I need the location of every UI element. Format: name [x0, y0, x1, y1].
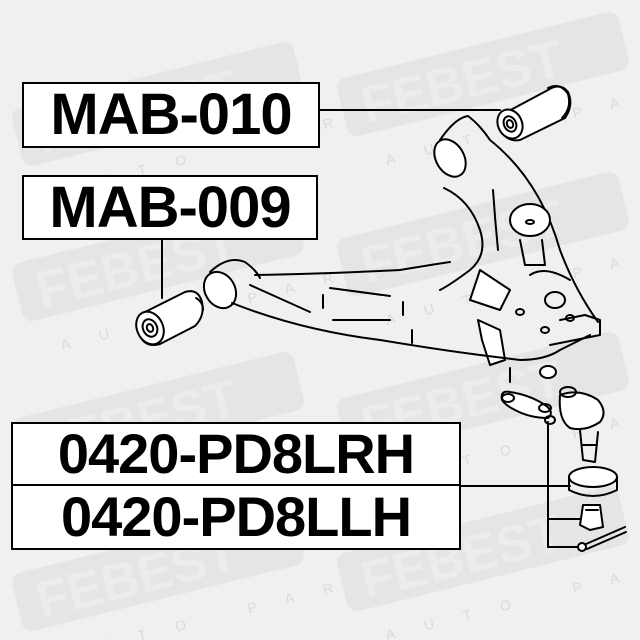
bushing-mab010-icon — [496, 85, 572, 142]
part-label-mab010: MAB-010 — [22, 82, 320, 148]
part-label-mab009: MAB-009 — [22, 175, 318, 240]
part-label-ball-joint-rh: 0420-PD8LRH — [11, 422, 461, 486]
ball-joint-icon — [500, 365, 627, 552]
part-label-ball-joint-lh: 0420-PD8LLH — [11, 486, 461, 550]
leader-lines — [161, 109, 586, 548]
control-arm-icon — [202, 115, 601, 366]
bushing-mab009-icon — [135, 290, 204, 346]
